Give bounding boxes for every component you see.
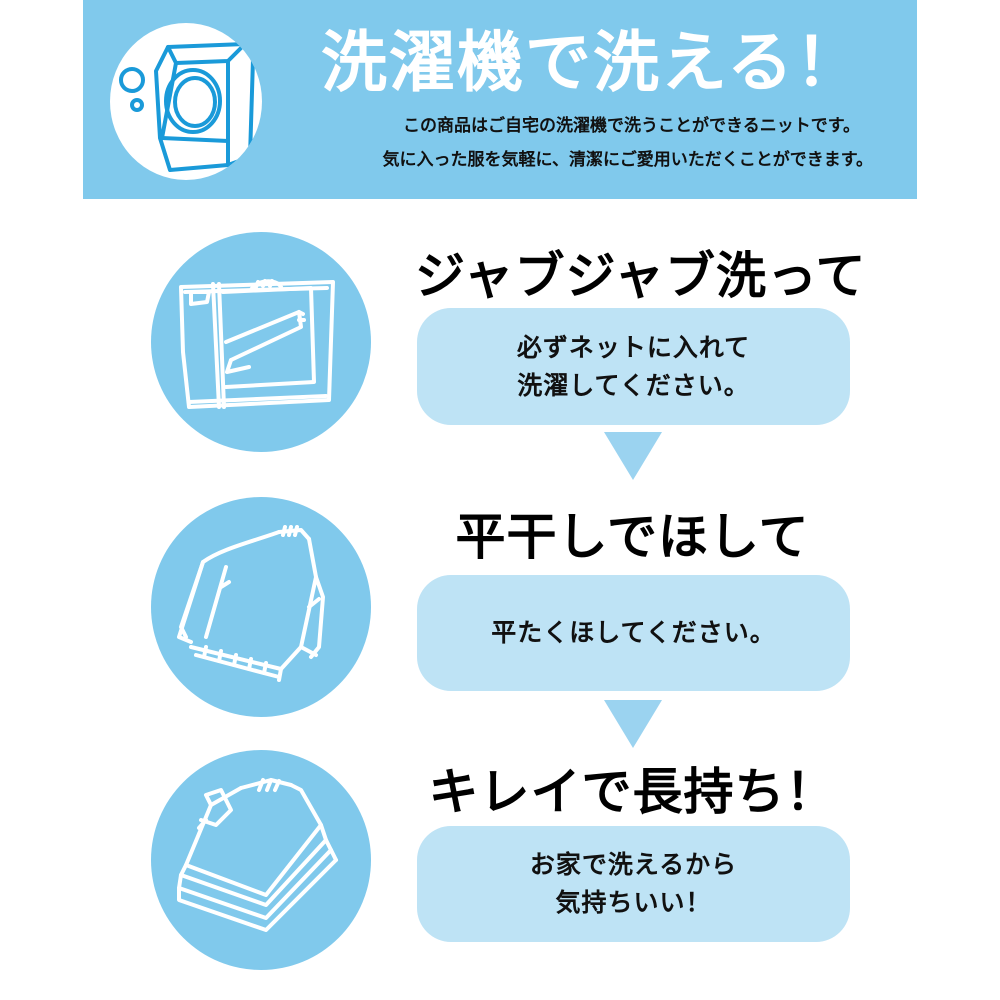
step-1-heading: ジャブジャブ洗って <box>415 247 867 305</box>
step-3-line-2: 気持ちいい！ <box>555 888 712 917</box>
step-1-line-1: 必ずネットに入れて <box>516 332 751 362</box>
folded-sweater-stack-icon <box>151 750 371 970</box>
washing-machine-icon <box>110 23 262 180</box>
step-3-description-box: お家で洗えるから 気持ちいい！ <box>417 826 850 942</box>
step-3-line-1: お家で洗えるから <box>529 850 738 879</box>
banner-subtitle-line-1: この商品はご自宅の洗濯機で洗うことができるニットです。 <box>403 116 860 136</box>
down-arrow-icon <box>604 432 662 480</box>
step-1-description-box: 必ずネットに入れて 洗濯してください。 <box>417 308 850 425</box>
down-arrow-icon <box>604 700 662 748</box>
step-1-line-2: 洗濯してください。 <box>517 370 750 400</box>
step-3-heading: キレイで長持ち！ <box>428 763 837 821</box>
step-2-line-1: 平たくほしてください。 <box>491 618 776 647</box>
flat-laid-sweater-icon <box>151 497 371 717</box>
sweater-in-laundry-net-icon <box>151 232 371 452</box>
step-2-description-box: 平たくほしてください。 <box>417 575 850 691</box>
step-2-heading: 平干しでほして <box>455 508 810 566</box>
header-banner: 洗濯機で洗える！ この商品はご自宅の洗濯機で洗うことができるニットです。 気に入… <box>83 0 917 199</box>
banner-subtitle-line-2: 気に入った服を気軽に、清潔にご愛用いただくことができます。 <box>382 150 873 170</box>
banner-title: 洗濯機で洗える！ <box>321 24 864 101</box>
